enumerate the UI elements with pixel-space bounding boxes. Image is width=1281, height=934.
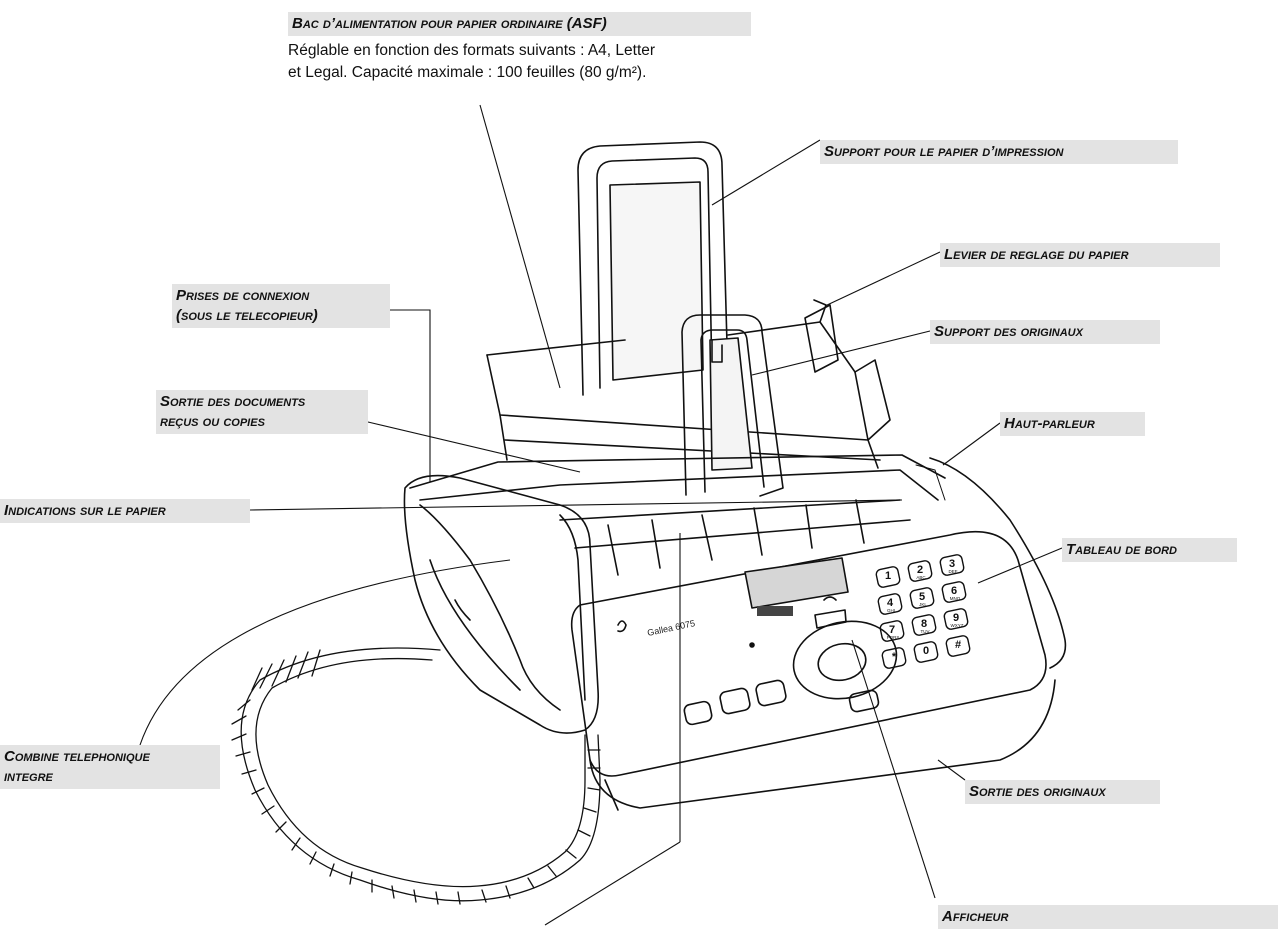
label-control-panel: Tableau de bord: [1062, 538, 1237, 562]
keypad-key-digit: 4: [887, 597, 894, 609]
handset-text-2: integre: [4, 768, 53, 785]
keypad-key[interactable]: 1: [875, 566, 901, 588]
keypad-key-digit: 0: [923, 645, 929, 657]
keypad-key[interactable]: *: [881, 647, 907, 669]
handset: [403, 474, 600, 734]
keypad-key-letters: MNO: [950, 596, 961, 601]
paper-lever-text: Levier de reglage du papier: [944, 246, 1129, 263]
received-exit-text-2: reçus ou copies: [160, 413, 265, 430]
received-exit-text-1: Sortie des documents: [160, 393, 306, 410]
keypad-key-digit: 9: [953, 612, 959, 624]
leader-lines: [139, 104, 1063, 926]
keypad-key-letters: JKL: [919, 602, 927, 607]
originals-support-text: Support des originaux: [934, 323, 1083, 340]
label-received-documents-exit: Sortie des documents reçus ou copies: [156, 390, 368, 434]
keypad-key-digit: 5: [919, 591, 925, 603]
keypad-key-digit: #: [955, 639, 961, 651]
handset-text-1: Combine telephonique: [4, 748, 150, 765]
connection-ports-text-2: (sous le telecopieur): [176, 307, 318, 324]
keypad-key[interactable]: #: [945, 635, 971, 657]
asf-tray-desc-line2: et Legal. Capacité maximale : 100 feuill…: [288, 64, 647, 81]
keypad-key-digit: 2: [917, 564, 923, 576]
model-text: Gallea 6075: [646, 618, 696, 638]
control-panel-text: Tableau de bord: [1066, 541, 1177, 558]
label-paper-indications: Indications sur le papier: [0, 499, 250, 523]
print-paper-support: [577, 141, 729, 396]
coiled-cord[interactable]: [231, 647, 601, 905]
label-display: Afficheur: [938, 905, 1278, 929]
keypad-key-letters: TUV: [921, 629, 930, 634]
keypad-key-letters: ABC: [916, 575, 926, 580]
keypad-key-digit: 1: [885, 570, 891, 582]
lcd-display: [744, 557, 849, 616]
keypad-key[interactable]: 0: [913, 641, 939, 663]
label-asf-tray: Bac d’alimentation pour papier ordinaire…: [288, 12, 751, 36]
print-paper-support-text: Support pour le papier d’impression: [824, 143, 1064, 160]
connection-ports-text-1: Prises de connexion: [176, 287, 310, 304]
keypad-key-letters: WXYZ: [951, 623, 964, 628]
keypad-key-digit: 7: [889, 624, 895, 636]
speaker-grille: [915, 464, 946, 501]
label-originals-exit: Sortie des originaux: [965, 780, 1160, 804]
navigation-pad[interactable]: [786, 596, 904, 708]
keypad-key-letters: PQRS: [887, 635, 900, 640]
asf-tray-title: Bac d’alimentation pour papier ordinaire…: [292, 15, 607, 32]
label-print-paper-support: Support pour le papier d’impression: [820, 140, 1178, 164]
asf-tray-desc-line1: Réglable en fonction des formats suivant…: [288, 42, 656, 59]
speaker-text: Haut-parleur: [1004, 415, 1095, 432]
keypad-key-letters: GHI: [887, 608, 895, 613]
paper-indications-text: Indications sur le papier: [4, 502, 166, 519]
display-text: Afficheur: [942, 908, 1009, 925]
label-connection-ports: Prises de connexion (sous le telecopieur…: [172, 284, 390, 328]
label-paper-lever: Levier de reglage du papier: [940, 243, 1220, 267]
label-originals-support: Support des originaux: [930, 320, 1160, 344]
keypad-key-digit: *: [892, 651, 897, 663]
originals-support: [681, 314, 784, 497]
label-speaker: Haut-parleur: [1000, 412, 1145, 436]
keypad-key-digit: 6: [951, 585, 957, 597]
asf-tray-description: Réglable en fonction des formats suivant…: [288, 40, 655, 84]
function-buttons[interactable]: [617, 620, 880, 726]
keypad-key-digit: 8: [921, 618, 927, 630]
keypad-key-letters: DEF: [949, 569, 958, 574]
originals-exit-text: Sortie des originaux: [969, 783, 1106, 800]
keypad-key-digit: 3: [949, 558, 955, 570]
label-integrated-handset: Combine telephonique integre: [0, 745, 220, 789]
